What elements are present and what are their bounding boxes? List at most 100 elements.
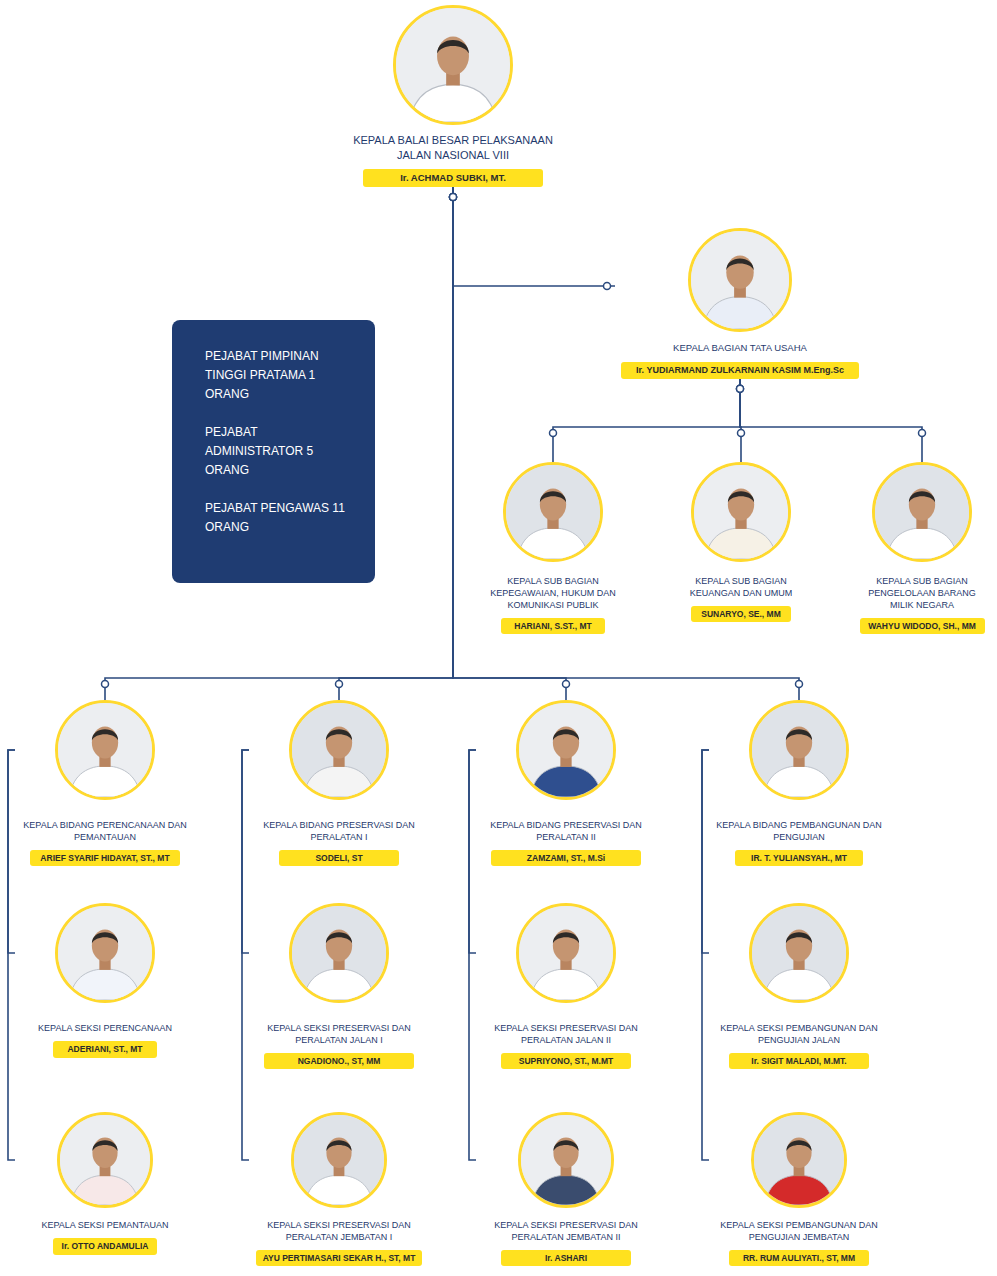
org-connector xyxy=(453,187,799,700)
name-tag-row: SUPRIYONO, ST., M.MT xyxy=(476,1050,656,1070)
portrait-figure xyxy=(292,906,386,1000)
org-connector xyxy=(553,379,740,462)
person-card: KEPALA SEKSI PRESERVASI DAN PERALATAN JA… xyxy=(476,903,656,1069)
name-tag: IR. T. YULIANSYAH., MT xyxy=(735,850,863,867)
position-title: KEPALA BIDANG PERENCANAAN DAN PEMANTAUAN xyxy=(21,820,189,844)
name-tag: ADERIANI, ST., MT xyxy=(53,1041,157,1058)
person-card: KEPALA BIDANG PERENCANAAN DAN PEMANTAUAN… xyxy=(15,700,195,866)
portrait-figure xyxy=(691,231,789,329)
person-card: KEPALA SUB BAGIAN KEPEGAWAIAN, HUKUM DAN… xyxy=(468,462,638,634)
portrait-photo xyxy=(55,903,155,1003)
portrait-photo xyxy=(289,903,389,1003)
portrait-figure xyxy=(294,1115,384,1205)
portrait-figure xyxy=(506,465,600,559)
portrait-photo xyxy=(516,903,616,1003)
junction-dot xyxy=(450,193,457,200)
person-card: KEPALA SEKSI PRESERVASI DAN PERALATAN JA… xyxy=(249,903,429,1069)
portrait-figure xyxy=(521,1115,611,1205)
name-tag-row: WAHYU WIDODO, SH., MM xyxy=(852,615,992,635)
person-card: KEPALA SEKSI PRESERVASI DAN PERALATAN JE… xyxy=(476,1112,656,1266)
org-connector xyxy=(8,750,15,953)
position-title: KEPALA SUB BAGIAN KEPEGAWAIAN, HUKUM DAN… xyxy=(483,576,623,612)
person-card: KEPALA SEKSI PERENCANAANADERIANI, ST., M… xyxy=(15,903,195,1058)
portrait-photo xyxy=(749,700,849,800)
position-title: KEPALA BAGIAN TATA USAHA xyxy=(630,342,850,355)
portrait-figure xyxy=(396,8,510,122)
name-tag-row: RR. RUM AULIYATI., ST, MM xyxy=(709,1247,889,1267)
name-tag-row: Ir. OTTO ANDAMULIA xyxy=(15,1235,195,1255)
org-connector xyxy=(453,187,615,286)
position-title: KEPALA SUB BAGIAN PENGELOLAAN BARANG MIL… xyxy=(865,576,980,612)
org-connector xyxy=(469,750,476,953)
person-card: KEPALA SEKSI PEMANTAUAN Ir. OTTO ANDAMULI… xyxy=(15,1112,195,1255)
name-tag: HARIANI, S.ST., MT xyxy=(501,618,605,635)
junction-dot xyxy=(737,385,744,392)
portrait-photo xyxy=(55,700,155,800)
junction-dot xyxy=(604,283,611,290)
name-tag-row: ARIEF SYARIF HIDAYAT, ST., MT xyxy=(15,847,195,867)
org-connector xyxy=(702,750,709,953)
name-tag-row: Ir. ASHARI xyxy=(476,1247,656,1267)
name-tag-row: AYU PERTIMASARI SEKAR H., ST, MT xyxy=(249,1247,429,1267)
position-title: KEPALA BIDANG PEMBANGUNAN DAN PENGUJIAN xyxy=(715,820,883,844)
name-tag: Ir. ASHARI xyxy=(501,1250,631,1267)
name-tag-row: ADERIANI, ST., MT xyxy=(15,1038,195,1058)
person-card: KEPALA SUB BAGIAN KEUANGAN DAN UMUMSUNAR… xyxy=(656,462,826,622)
name-tag-row: Ir. ACHMAD SUBKI, MT. xyxy=(328,167,578,187)
junction-dot xyxy=(550,430,557,437)
name-tag-row: Ir. SIGIT MALADI, M.MT. xyxy=(709,1050,889,1070)
junction-dot xyxy=(796,681,803,688)
person-card: KEPALA SUB BAGIAN PENGELOLAAN BARANG MIL… xyxy=(852,462,992,634)
name-tag: ZAMZAMI, ST., M.Si xyxy=(491,850,641,867)
name-tag-row: SUNARYO, SE., MM xyxy=(656,603,826,623)
portrait-photo xyxy=(749,903,849,1003)
org-connector xyxy=(469,750,476,1160)
position-title: KEPALA SEKSI PRESERVASI DAN PERALATAN JA… xyxy=(482,1023,650,1047)
name-tag: SUNARYO, SE., MM xyxy=(691,606,791,623)
position-title: KEPALA SEKSI PEMANTAUAN xyxy=(21,1220,189,1232)
name-tag: AYU PERTIMASARI SEKAR H., ST, MT xyxy=(256,1250,423,1267)
portrait-photo xyxy=(872,462,972,562)
junction-dot xyxy=(563,681,570,688)
portrait-figure xyxy=(752,703,846,797)
position-title: KEPALA BIDANG PRESERVASI DAN PERALATAN I… xyxy=(482,820,650,844)
org-connector xyxy=(702,750,709,1160)
name-tag-row: Ir. YUDIARMAND ZULKARNAIN KASIM M.Eng.Sc xyxy=(615,359,865,379)
summary-text: PEJABAT PIMPINAN TINGGI PRATAMA 1 ORANG xyxy=(205,347,345,404)
org-connector xyxy=(242,750,249,1160)
portrait-figure xyxy=(58,703,152,797)
person-card: KEPALA BIDANG PRESERVASI DAN PERALATAN I… xyxy=(476,700,656,866)
junction-dot xyxy=(919,430,926,437)
person-card: KEPALA SEKSI PEMBANGUNAN DAN PENGUJIAN J… xyxy=(709,1112,889,1266)
name-tag-row: IR. T. YULIANSYAH., MT xyxy=(709,847,889,867)
position-title: KEPALA SEKSI PRESERVASI DAN PERALATAN JE… xyxy=(255,1220,423,1244)
portrait-figure xyxy=(754,1115,844,1205)
portrait-figure xyxy=(519,906,613,1000)
person-card: KEPALA SEKSI PEMBANGUNAN DAN PENGUJIAN J… xyxy=(709,903,889,1069)
portrait-photo xyxy=(518,1112,614,1208)
org-connector xyxy=(105,187,453,700)
portrait-figure xyxy=(519,703,613,797)
name-tag: RR. RUM AULIYATI., ST, MM xyxy=(729,1250,869,1267)
summary-box: PEJABAT PIMPINAN TINGGI PRATAMA 1 ORANG P… xyxy=(172,320,375,583)
portrait-figure xyxy=(875,465,969,559)
junction-dot xyxy=(450,193,457,200)
position-title: KEPALA SEKSI PRESERVASI DAN PERALATAN JE… xyxy=(482,1220,650,1244)
position-title: KEPALA BIDANG PRESERVASI DAN PERALATAN I xyxy=(255,820,423,844)
summary-text: PEJABAT PENGAWAS 11 ORANG xyxy=(205,499,345,537)
portrait-photo xyxy=(289,700,389,800)
name-tag-row: HARIANI, S.ST., MT xyxy=(468,615,638,635)
junction-dot xyxy=(450,193,457,200)
portrait-photo xyxy=(393,5,513,125)
junction-dot xyxy=(336,681,343,688)
name-tag: NGADIONO., ST, MM xyxy=(264,1053,414,1070)
junction-dot xyxy=(102,681,109,688)
name-tag-row: SODELI, ST xyxy=(249,847,429,867)
portrait-photo xyxy=(291,1112,387,1208)
portrait-figure xyxy=(58,906,152,1000)
name-tag: SODELI, ST xyxy=(279,850,399,867)
name-tag: Ir. SIGIT MALADI, M.MT. xyxy=(729,1053,869,1070)
position-title: KEPALA SEKSI PRESERVASI DAN PERALATAN JA… xyxy=(255,1023,423,1047)
